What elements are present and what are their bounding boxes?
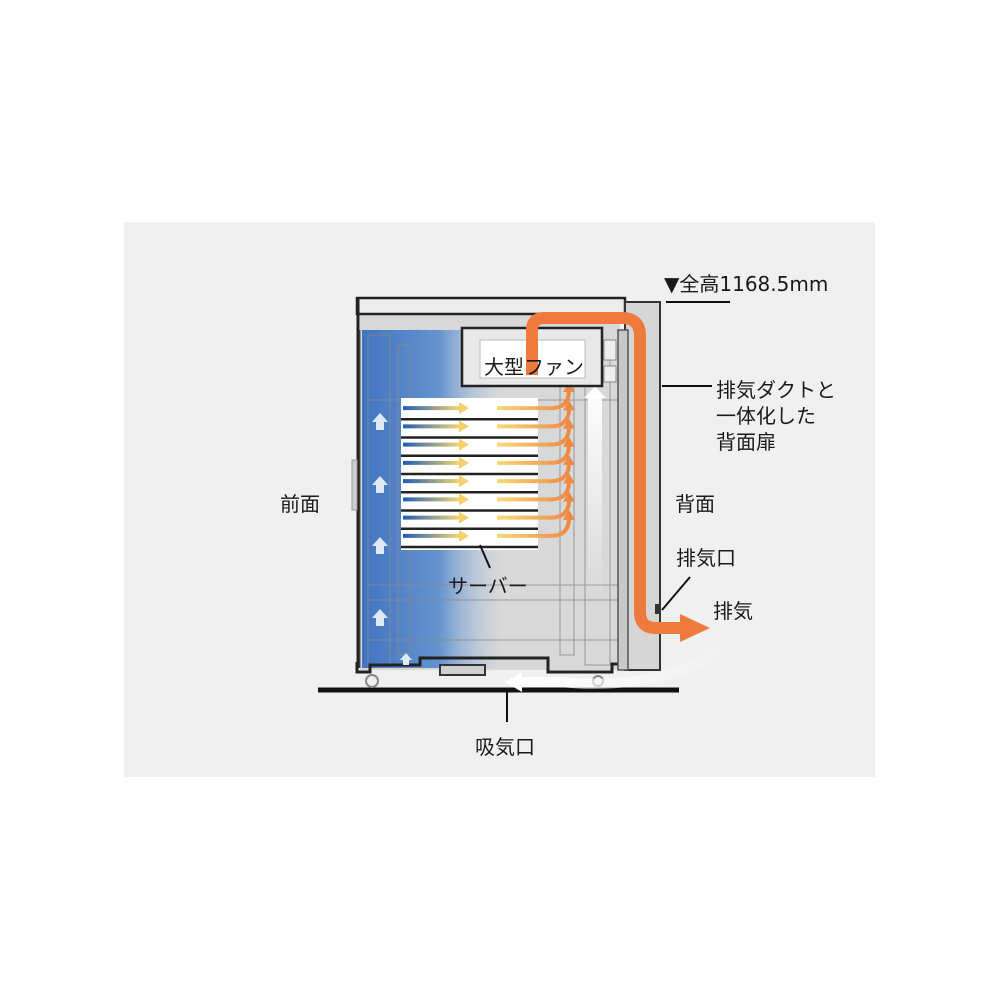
cool-air-arrow xyxy=(403,493,469,506)
exhaust-flow xyxy=(526,312,682,634)
front-label: 前面 xyxy=(280,492,320,516)
duct-label-line: 一体化した xyxy=(716,404,816,428)
fan-label: 大型ファン xyxy=(484,355,584,379)
intake-arrowhead xyxy=(505,672,522,692)
rack-top xyxy=(355,296,627,316)
up-arrow xyxy=(372,609,388,626)
outlet-label: 排気口 xyxy=(676,546,736,570)
back-label: 背面 xyxy=(675,492,715,516)
height-label: ▼全高1168.5mm xyxy=(664,272,829,296)
duct-label-line: 背面扉 xyxy=(716,430,776,454)
warm-air-arrow xyxy=(497,473,575,502)
cool-air-arrow xyxy=(403,420,469,433)
up-arrow xyxy=(372,476,388,493)
cool-air-arrow xyxy=(403,475,469,488)
exhaust-outlet xyxy=(655,604,660,614)
intake-flow xyxy=(515,635,735,689)
server-label: サーバー xyxy=(448,574,528,598)
warm-air-arrow xyxy=(497,400,575,429)
up-arrow xyxy=(372,537,388,554)
warm-air-arrow xyxy=(497,509,575,538)
caster xyxy=(365,674,379,688)
warm-air-arrow xyxy=(497,491,575,520)
cool-air-arrow xyxy=(403,511,469,524)
server-units xyxy=(401,382,575,549)
outlet-leader xyxy=(661,576,691,611)
intake-up-arrows xyxy=(372,413,412,665)
leader-lines xyxy=(479,301,730,722)
up-arrow xyxy=(372,413,388,430)
warm-air-arrow xyxy=(497,436,575,465)
cool-air-arrow xyxy=(403,529,469,542)
duct-door-label: 排気ダクトと 一体化した 背面扉 xyxy=(716,377,836,455)
rack-base xyxy=(355,656,625,674)
duct-label-line: 排気ダクトと xyxy=(716,378,836,402)
warm-air-arrow xyxy=(497,418,575,447)
cool-air-arrow xyxy=(403,438,469,451)
warm-air-arrow xyxy=(497,455,575,484)
rising-air xyxy=(588,395,602,600)
exhaust-arrowhead xyxy=(680,614,710,642)
up-arrow xyxy=(400,653,412,665)
cool-air-arrow xyxy=(403,402,469,415)
exhaust-label: 排気 xyxy=(713,599,753,623)
cool-air-arrow xyxy=(403,456,469,469)
intake-label: 吸気口 xyxy=(475,735,535,759)
server-leader xyxy=(479,544,491,569)
